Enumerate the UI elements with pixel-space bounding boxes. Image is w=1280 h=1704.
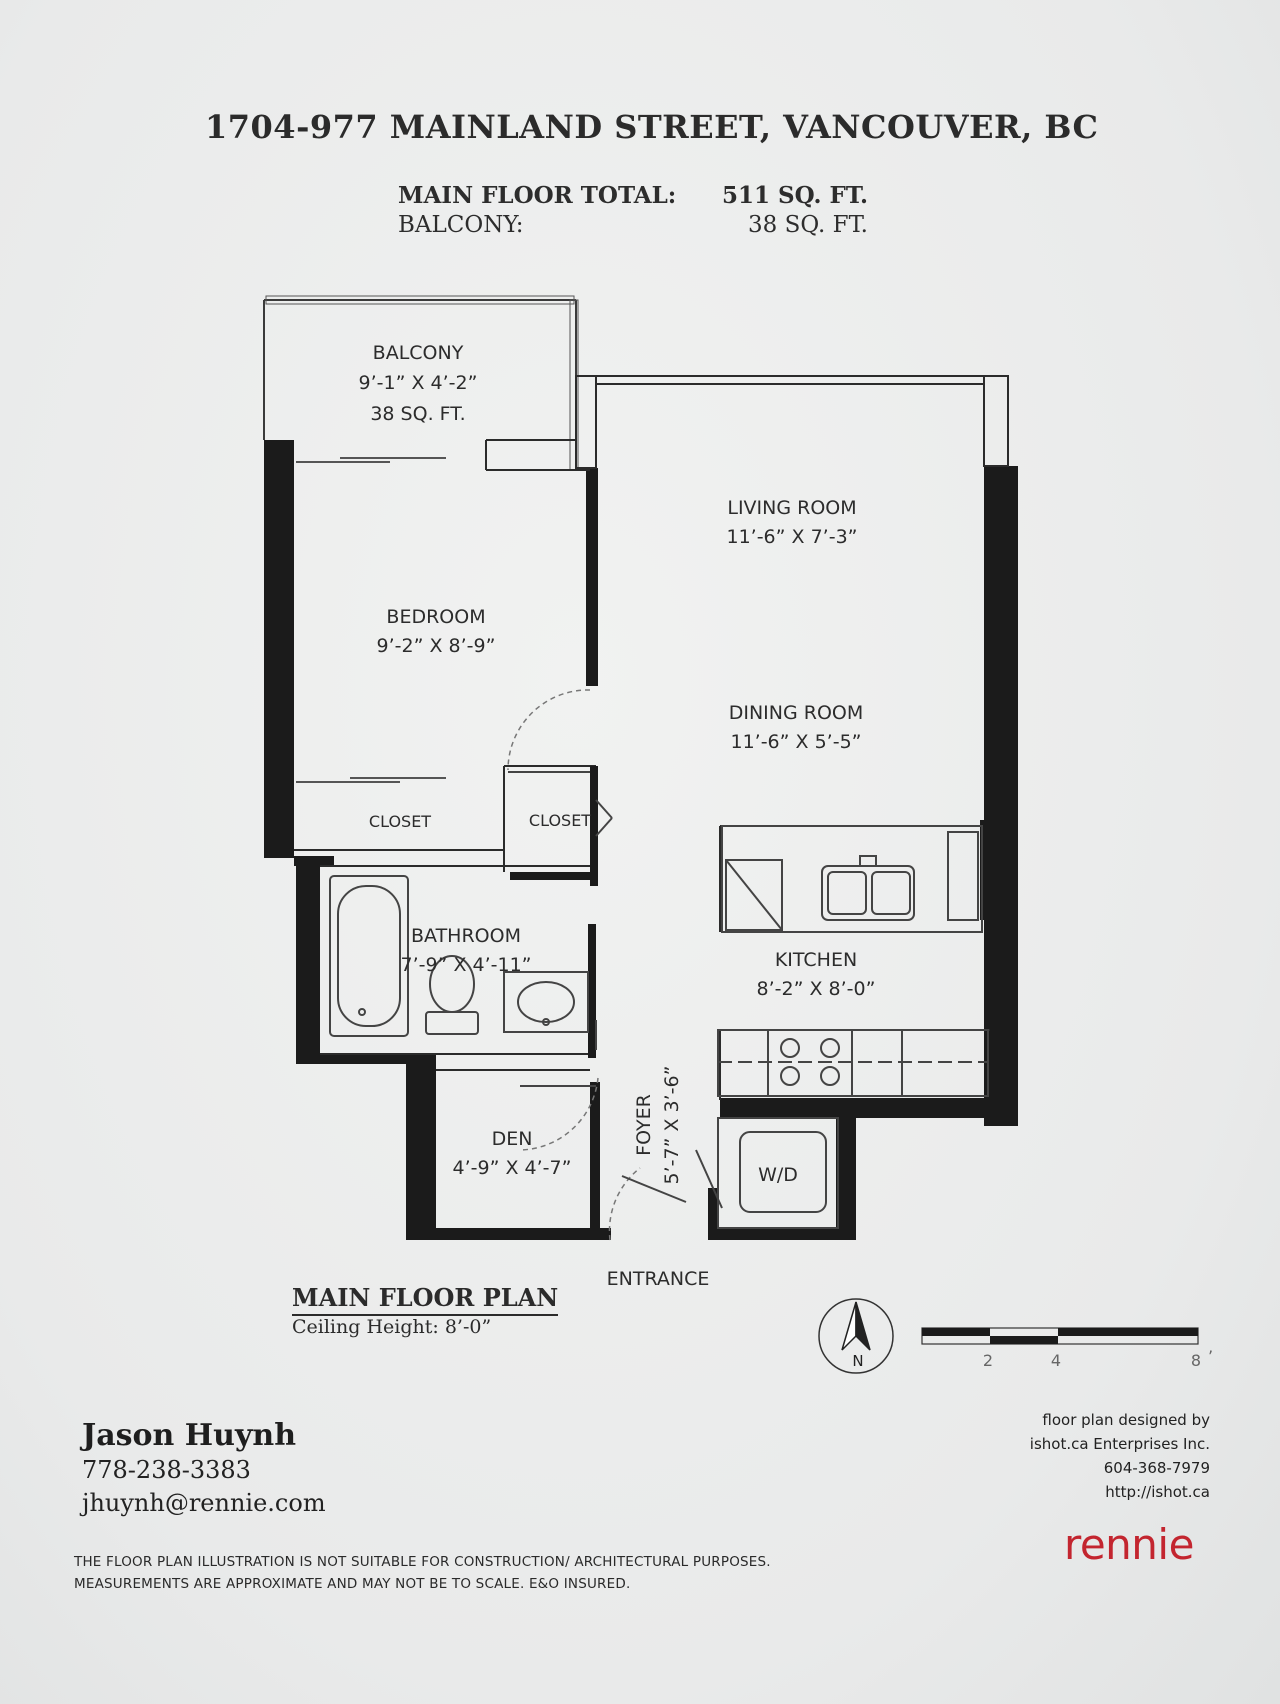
rennie-logo: rennie: [1064, 1520, 1194, 1569]
kitchen-name: KITCHEN: [775, 949, 857, 971]
designer-company: ishot.ca Enterprises Inc.: [1029, 1435, 1210, 1453]
kitchen-counters: [717, 825, 989, 1097]
bathroom-name: BATHROOM: [411, 925, 521, 947]
washer-dryer-closet: [717, 1117, 839, 1229]
toilet: [425, 955, 479, 1035]
balcony-dims: 9’-1” X 4’-2”: [359, 372, 478, 394]
wd-name: W/D: [758, 1164, 798, 1186]
door-swings: [507, 689, 641, 1241]
living-room-dims: 11’-6” X 7’-3”: [726, 526, 857, 548]
agent-phone[interactable]: 778-238-3383: [82, 1456, 251, 1484]
balcony-name: BALCONY: [373, 342, 464, 364]
disclaimer-line-2: MEASUREMENTS ARE APPROXIMATE AND MAY NOT…: [74, 1576, 631, 1592]
bedroom-closet-name: CLOSET: [369, 812, 431, 831]
north-compass-icon: [818, 1298, 894, 1374]
main-floor-total-value: 511 SQ. FT.: [722, 182, 869, 209]
bedroom-name: BEDROOM: [386, 606, 485, 628]
sliding-doors: [296, 457, 446, 783]
agent-name: Jason Huynh: [82, 1418, 296, 1453]
interior-walls: [294, 375, 1009, 1100]
main-floor-total-label: MAIN FLOOR TOTAL:: [398, 182, 677, 209]
designer-url[interactable]: http://ishot.ca: [1105, 1483, 1210, 1501]
designer-credit: floor plan designed by: [1042, 1411, 1210, 1429]
scale-unit: ’: [1208, 1347, 1213, 1366]
den-name: DEN: [492, 1128, 533, 1150]
property-address-title: 1704-977 MAINLAND STREET, VANCOUVER, BC: [205, 108, 1099, 146]
foyer-name: FOYER: [633, 1094, 655, 1156]
bathroom-vanity: [503, 971, 589, 1033]
disclaimer-line-1: THE FLOOR PLAN ILLUSTRATION IS NOT SUITA…: [74, 1554, 771, 1570]
dining-room-name: DINING ROOM: [729, 702, 864, 724]
bedroom-dims: 9’-2” X 8’-9”: [377, 635, 496, 657]
closet-walls: [510, 766, 994, 1058]
scale-tick-2: 2: [983, 1351, 993, 1370]
bathroom-dims: 7’-9” X 4’-11”: [400, 954, 531, 976]
exterior-walls: [264, 440, 1018, 1240]
balcony-total-value: 38 SQ. FT.: [748, 212, 868, 238]
designer-phone[interactable]: 604-368-7979: [1103, 1459, 1210, 1477]
kitchen-dims: 8’-2” X 8’-0”: [757, 978, 876, 1000]
entrance-label: ENTRANCE: [607, 1268, 710, 1290]
compass-north-label: N: [852, 1352, 863, 1370]
scale-tick-4: 4: [1051, 1351, 1061, 1370]
scale-tick-8: 8: [1191, 1351, 1201, 1370]
balcony-total-label: BALCONY:: [398, 212, 524, 238]
plan-caption-title: MAIN FLOOR PLAN: [292, 1283, 559, 1316]
den-dims: 4’-9” X 4’-7”: [453, 1157, 572, 1179]
balcony-area: 38 SQ. FT.: [370, 403, 465, 425]
door-leaves: [508, 771, 723, 1209]
foyer-dims: 5’-7” X 3’-6”: [661, 1066, 683, 1185]
ceiling-height: Ceiling Height: 8’-0”: [292, 1316, 492, 1338]
living-room-name: LIVING ROOM: [727, 497, 856, 519]
dining-room-dims: 11’-6” X 5’-5”: [730, 731, 861, 753]
bathtub: [329, 875, 409, 1037]
scale-bar: [921, 1327, 1199, 1345]
agent-email[interactable]: jhuynh@rennie.com: [82, 1489, 326, 1517]
hall-closet-name: CLOSET: [529, 811, 591, 830]
